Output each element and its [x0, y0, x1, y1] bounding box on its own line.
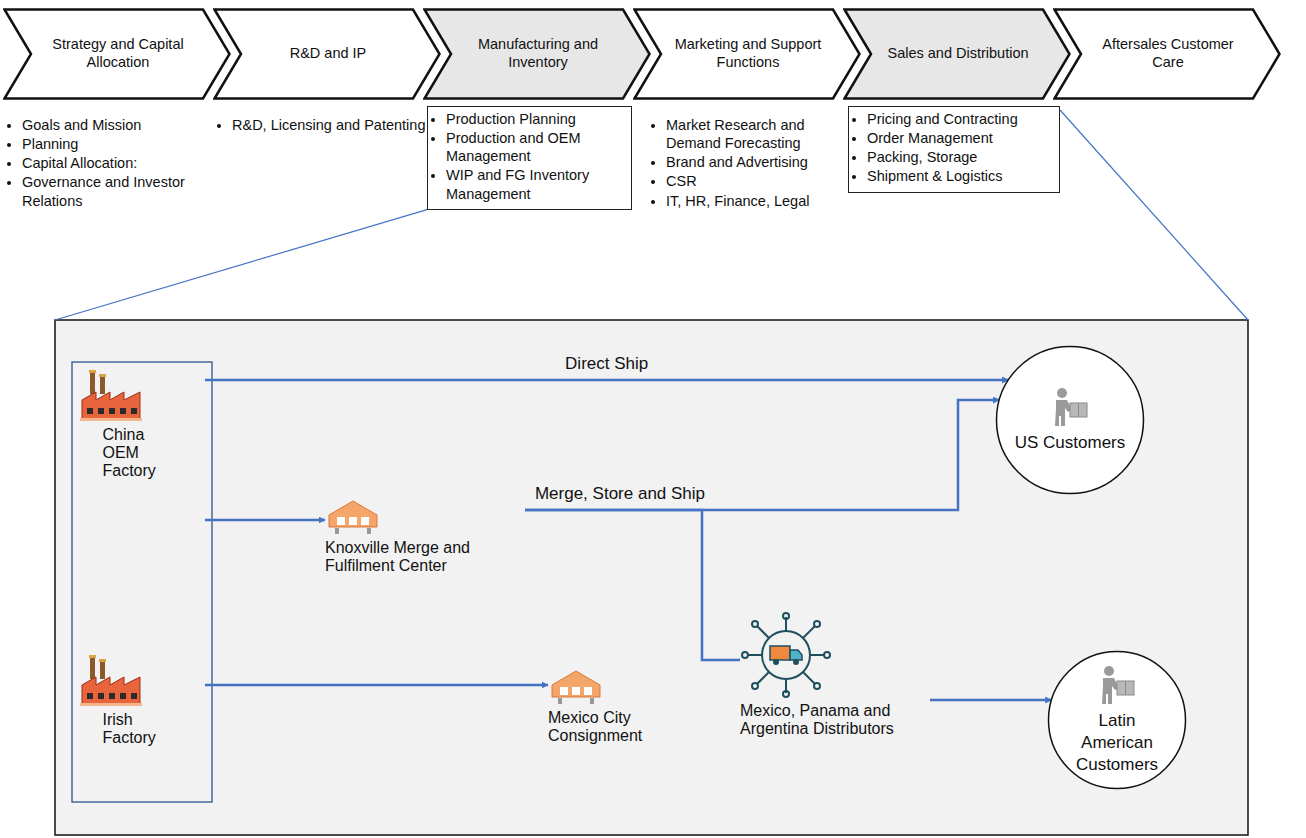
bullet-item: Brand and Advertising: [666, 153, 861, 171]
flow-arrow: [525, 400, 999, 510]
flow-arrow: [205, 684, 548, 687]
customer-icon: [1097, 664, 1137, 706]
value-chain-chevron: Sales and Distribution: [843, 8, 1071, 100]
zoom-leader-line: [1060, 110, 1248, 320]
bullet-list: Production PlanningProduction and OEM Ma…: [430, 110, 625, 203]
node-label: Knoxville Merge and Fulfilment Center: [325, 539, 525, 575]
network-node: China OEM Factory: [80, 370, 205, 480]
factory-icon: [80, 370, 142, 422]
bullet-item: IT, HR, Finance, Legal: [666, 192, 861, 210]
detail-panel: [55, 320, 1248, 835]
flow-arrow: [930, 699, 1051, 702]
node-label: Irish Factory: [103, 711, 183, 747]
node-label: R&D and IP: [254, 45, 401, 63]
value-chain-chevron: Marketing and Support Functions: [633, 8, 861, 100]
bullet-item: Governance and Investor Relations: [22, 173, 222, 209]
node-label: Manufacturing and Inventory: [423, 36, 651, 71]
bullet-item: Pricing and Contracting: [867, 110, 1053, 128]
bullet-item: Production Planning: [446, 110, 625, 128]
value-chain-chevron: R&D and IP: [213, 8, 441, 100]
bullet-item: Planning: [22, 135, 222, 153]
bullet-item: Production and OEM Management: [446, 129, 625, 165]
bullet-item: Goals and Mission: [22, 116, 222, 134]
node-label: Mexico City Consignment: [548, 709, 678, 745]
flow-label: Direct Ship: [561, 354, 652, 374]
bullet-list: R&D, Licensing and Patenting: [216, 116, 432, 135]
node-label: Marketing and Support Functions: [633, 36, 861, 71]
bullet-item: Market Research and Demand Forecasting: [666, 116, 861, 152]
bullet-list: Pricing and ContractingOrder ManagementP…: [851, 110, 1053, 186]
zoom-leader-line: [55, 210, 427, 320]
node-label: Strategy and Capital Allocation: [3, 36, 231, 71]
distribution-icon: [740, 612, 832, 698]
bullet-list: Goals and MissionPlanningCapital Allocat…: [6, 116, 222, 211]
activity-box: Pricing and ContractingOrder ManagementP…: [848, 106, 1060, 193]
bullet-item: R&D, Licensing and Patenting: [232, 116, 432, 134]
bullet-list: Market Research and Demand ForecastingBr…: [650, 116, 861, 211]
network-node: Knoxville Merge and Fulfilment Center: [325, 495, 525, 575]
bullet-item: WIP and FG Inventory Management: [446, 166, 625, 202]
value-chain-chevron: Strategy and Capital Allocation: [3, 8, 231, 100]
flow-arrow: [205, 379, 1008, 382]
customer-circle: Latin American Customers: [1047, 650, 1187, 790]
customer-circle: US Customers: [995, 345, 1145, 495]
activity-box: Production PlanningProduction and OEM Ma…: [427, 106, 632, 210]
bullet-item: Order Management: [867, 129, 1053, 147]
warehouse-icon: [548, 665, 604, 705]
network-node: Mexico City Consignment: [548, 665, 678, 745]
node-label: Aftersales Customer Care: [1053, 36, 1281, 71]
customer-icon: [1050, 386, 1090, 428]
factory-icon: [80, 655, 142, 707]
flow-arrow: [205, 519, 325, 522]
bullet-item: Capital Allocation:: [22, 154, 222, 172]
node-label: Sales and Distribution: [851, 45, 1062, 63]
flow-label: Merge, Store and Ship: [531, 484, 709, 504]
node-label: Latin American Customers: [1047, 710, 1187, 776]
network-node: Irish Factory: [80, 655, 205, 747]
warehouse-icon: [325, 495, 381, 535]
flow-arrow: [525, 510, 740, 660]
network-node: Mexico, Panama and Argentina Distributor…: [740, 612, 930, 738]
node-label: China OEM Factory: [103, 426, 183, 480]
circle-outline: [995, 345, 1145, 495]
value-chain-chevron: Manufacturing and Inventory: [423, 8, 651, 100]
factory-group-box: [72, 362, 212, 802]
node-label: Mexico, Panama and Argentina Distributor…: [740, 702, 930, 738]
bullet-item: Packing, Storage: [867, 148, 1053, 166]
bullet-item: CSR: [666, 172, 861, 190]
node-label: US Customers: [997, 432, 1144, 454]
bullet-item: Shipment & Logistics: [867, 167, 1053, 185]
value-chain-chevron: Aftersales Customer Care: [1053, 8, 1281, 100]
